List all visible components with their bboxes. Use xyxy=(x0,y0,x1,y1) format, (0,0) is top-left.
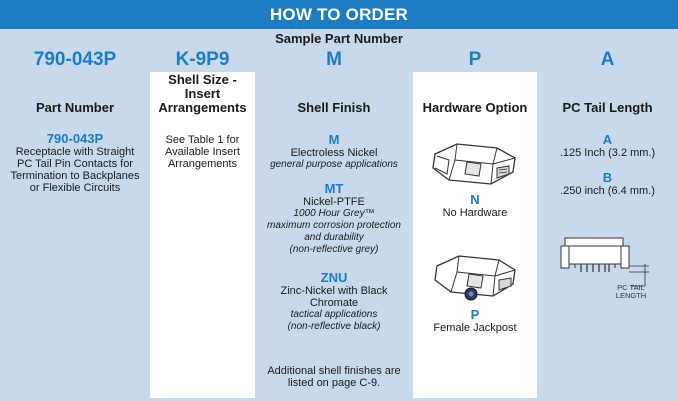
finish-m-note: general purpose applications xyxy=(270,159,398,170)
header-shell-finish: Shell Finish xyxy=(255,72,413,120)
shell-finish-column: M Electroless Nickel general purpose app… xyxy=(255,120,413,398)
finish-znu-code: ZNU xyxy=(320,270,348,285)
part-desc-line: Termination to Backplanes xyxy=(10,170,140,182)
sample-code-row: 790-043P K-9P9 M P A xyxy=(0,47,678,72)
connector-no-hardware-icon xyxy=(432,143,516,185)
header-hardware-option: Hardware Option xyxy=(413,72,537,120)
pc-tail-side-view-icon xyxy=(560,237,649,287)
finish-m-name: Electroless Nickel xyxy=(290,147,378,159)
part-desc-line: PC Tail Pin Contacts for xyxy=(17,158,133,170)
code-shell-size: K-9P9 xyxy=(150,47,255,72)
shell-size-desc-line: Arrangements xyxy=(167,158,238,170)
code-tail-length: A xyxy=(537,47,678,72)
shell-size-desc-line: Available Insert xyxy=(164,146,240,158)
hardware-n-label: No Hardware xyxy=(442,207,508,219)
hardware-n-code: N xyxy=(470,192,480,207)
pc-tail-length-column: A .125 Inch (3.2 mm.) B .250 inch (6.4 m… xyxy=(537,120,678,398)
tail-b-desc: .250 inch (6.4 mm.) xyxy=(560,185,655,197)
code-part-number: 790-043P xyxy=(0,47,150,72)
tail-callout-line: LENGTH xyxy=(615,291,647,300)
table-title: HOW TO ORDER xyxy=(0,0,678,29)
finish-m-code: M xyxy=(328,132,340,147)
finish-mt-note: and durability xyxy=(304,232,364,243)
part-desc-line: Receptacle with Straight xyxy=(15,146,135,158)
finish-mt-code: MT xyxy=(324,181,344,196)
finish-mt-note: (non-reflective grey) xyxy=(289,244,379,255)
shell-size-column: See Table 1 for Available Insert Arrange… xyxy=(150,120,255,398)
finish-znu-note: tactical applications xyxy=(290,309,378,320)
code-hardware: P xyxy=(413,47,537,72)
finish-additional-note: Additional shell finishes are xyxy=(267,365,401,377)
hardware-p-code: P xyxy=(470,307,480,322)
table-body: 790-043P Receptacle with Straight PC Tai… xyxy=(0,120,678,398)
sample-part-label: Sample Part Number xyxy=(0,29,678,47)
finish-mt-name: Nickel-PTFE xyxy=(303,196,365,208)
bottom-rule xyxy=(0,398,678,401)
finish-mt-note: maximum corrosion protection xyxy=(267,220,401,231)
part-desc-line: or Flexible Circuits xyxy=(29,182,121,194)
finish-mt-note: 1000 Hour Grey™ xyxy=(293,208,375,219)
header-part-number: Part Number xyxy=(0,72,150,120)
finish-znu-note: (non-reflective black) xyxy=(287,321,381,332)
header-row: Part Number Shell Size - Insert Arrangem… xyxy=(0,72,678,120)
hardware-p-label: Female Jackpost xyxy=(433,322,517,334)
code-shell-finish: M xyxy=(255,47,413,72)
finish-additional-note: listed on page C-9. xyxy=(287,377,381,389)
part-code: 790-043P xyxy=(46,131,104,146)
tail-a-desc: .125 Inch (3.2 mm.) xyxy=(559,147,656,159)
header-pc-tail-length: PC Tail Length xyxy=(537,72,678,120)
hardware-option-column: N No Hardware P Female Jackpost xyxy=(413,120,537,398)
tail-b-code: B xyxy=(602,170,613,185)
header-shell-size: Shell Size - Insert Arrangements xyxy=(150,72,255,120)
finish-znu-name: Zinc-Nickel with Black xyxy=(280,285,388,297)
part-number-column: 790-043P Receptacle with Straight PC Tai… xyxy=(0,120,150,398)
tail-callout-line: PC TAIL xyxy=(617,283,645,292)
shell-size-desc-line: See Table 1 for xyxy=(165,134,240,146)
tail-a-code: A xyxy=(602,132,613,147)
connector-female-jackpost-icon xyxy=(434,255,516,301)
finish-znu-name: Chromate xyxy=(309,297,359,309)
